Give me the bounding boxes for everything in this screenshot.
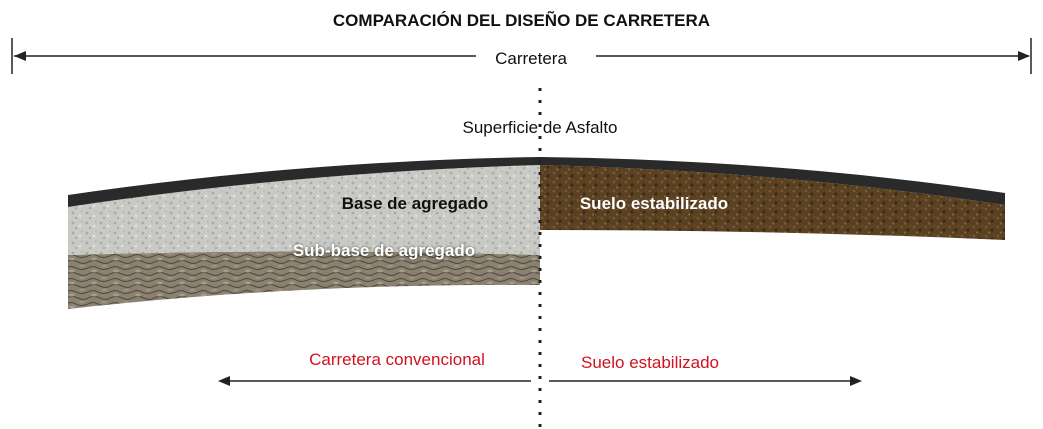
road-label: Carretera — [495, 49, 567, 68]
aggregate-subbase-label: Sub-base de agregado — [292, 241, 476, 260]
stabilized-soil-arrow — [549, 376, 862, 386]
stabilized-arrow-head — [850, 376, 862, 386]
conventional-arrow-head — [218, 376, 230, 386]
aggregate-base-label: Base de agregado — [341, 194, 489, 213]
asphalt-surface-layer — [68, 157, 1005, 207]
stabilized-soil-label: Suelo estabilizado — [581, 353, 719, 372]
aggregate-base-layer — [68, 165, 540, 255]
road-width-dimension — [11, 38, 1032, 74]
road-dimension-right-arrow — [1018, 51, 1030, 61]
road-dimension-left-arrow — [14, 51, 26, 61]
diagram-title: COMPARACIÓN DEL DISEÑO DE CARRETERA — [332, 11, 711, 30]
stabilized-soil-layer-label: Suelo estabilizado — [579, 194, 729, 213]
aggregate-subbase-layer — [68, 251, 540, 309]
asphalt-surface-label: Superficie de Asfalto — [462, 118, 618, 137]
conventional-road-arrow — [218, 376, 531, 386]
conventional-road-label: Carretera convencional — [309, 350, 485, 369]
stabilized-soil-layer — [540, 165, 1005, 240]
